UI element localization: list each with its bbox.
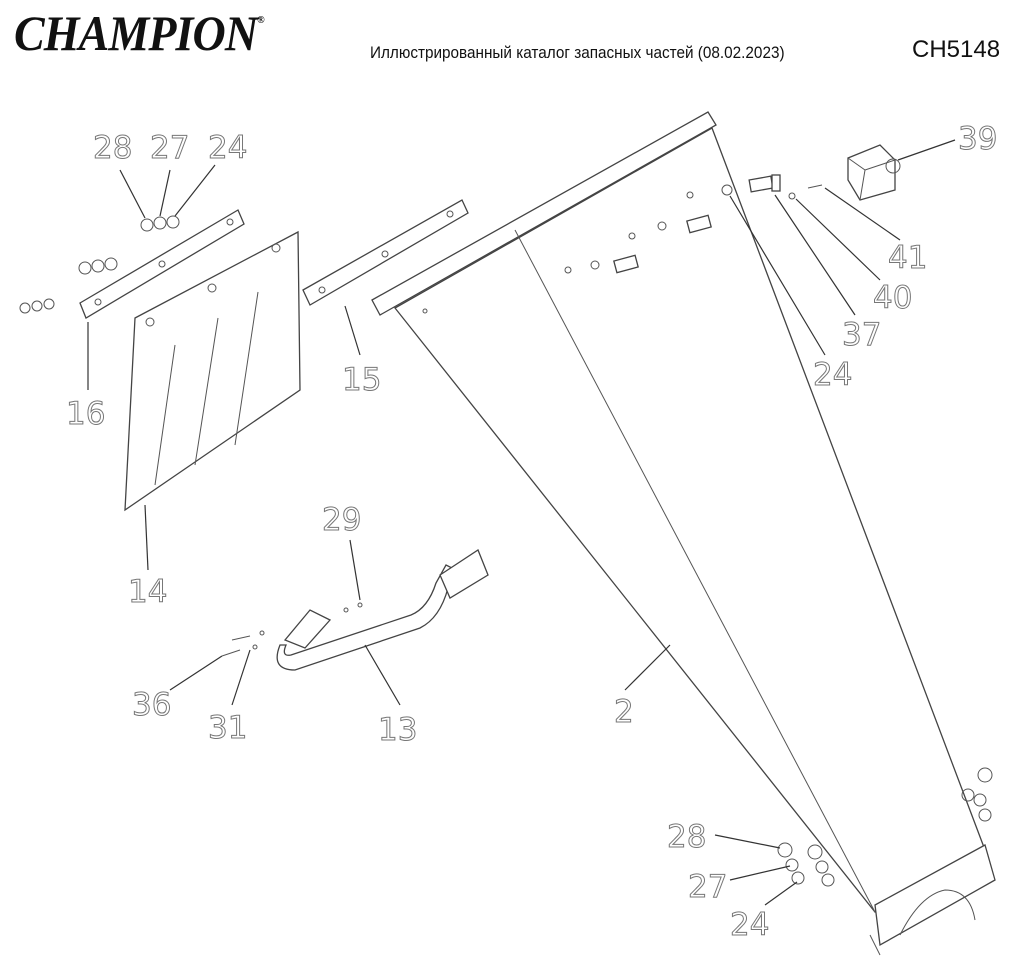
- catalog-title: Иллюстрированный каталог запасных частей…: [370, 43, 785, 62]
- callout-37: 37: [842, 317, 881, 353]
- callout-28: 28: [93, 130, 132, 166]
- callout-41: 41: [888, 240, 927, 276]
- callout-24: 24: [208, 130, 247, 166]
- part-bar-16: [79, 209, 245, 319]
- part-handle: [221, 549, 489, 671]
- callout-24-right: 24: [813, 357, 852, 393]
- part-chute: [371, 111, 996, 956]
- part-bar-15: [302, 199, 469, 306]
- callout-40: 40: [873, 280, 912, 316]
- callout-2: 2: [614, 694, 634, 730]
- callout-27-bottom: 27: [688, 869, 727, 905]
- callout-13: 13: [378, 712, 417, 748]
- callout-27: 27: [150, 130, 189, 166]
- hardware-bolts: [748, 174, 823, 193]
- brand-logo: CHAMPION®: [14, 4, 265, 62]
- part-deflector-flap: [124, 230, 301, 512]
- callout-24-bottom: 24: [730, 907, 769, 943]
- callout-28-bottom: 28: [667, 819, 706, 855]
- callout-36: 36: [132, 687, 171, 723]
- leader-lines: [87, 139, 956, 906]
- callout-14: 14: [128, 574, 167, 610]
- callout-31: 31: [208, 710, 247, 746]
- registered-mark: ®: [257, 14, 265, 26]
- callout-15: 15: [342, 362, 381, 398]
- model-number: CH5148: [912, 36, 1001, 63]
- brand-name: CHAMPION: [14, 5, 258, 61]
- callout-16: 16: [66, 396, 105, 432]
- part-box-39: [847, 144, 901, 201]
- callout-29: 29: [322, 502, 361, 538]
- hardware-washers: [19, 184, 993, 887]
- callout-39: 39: [958, 121, 997, 157]
